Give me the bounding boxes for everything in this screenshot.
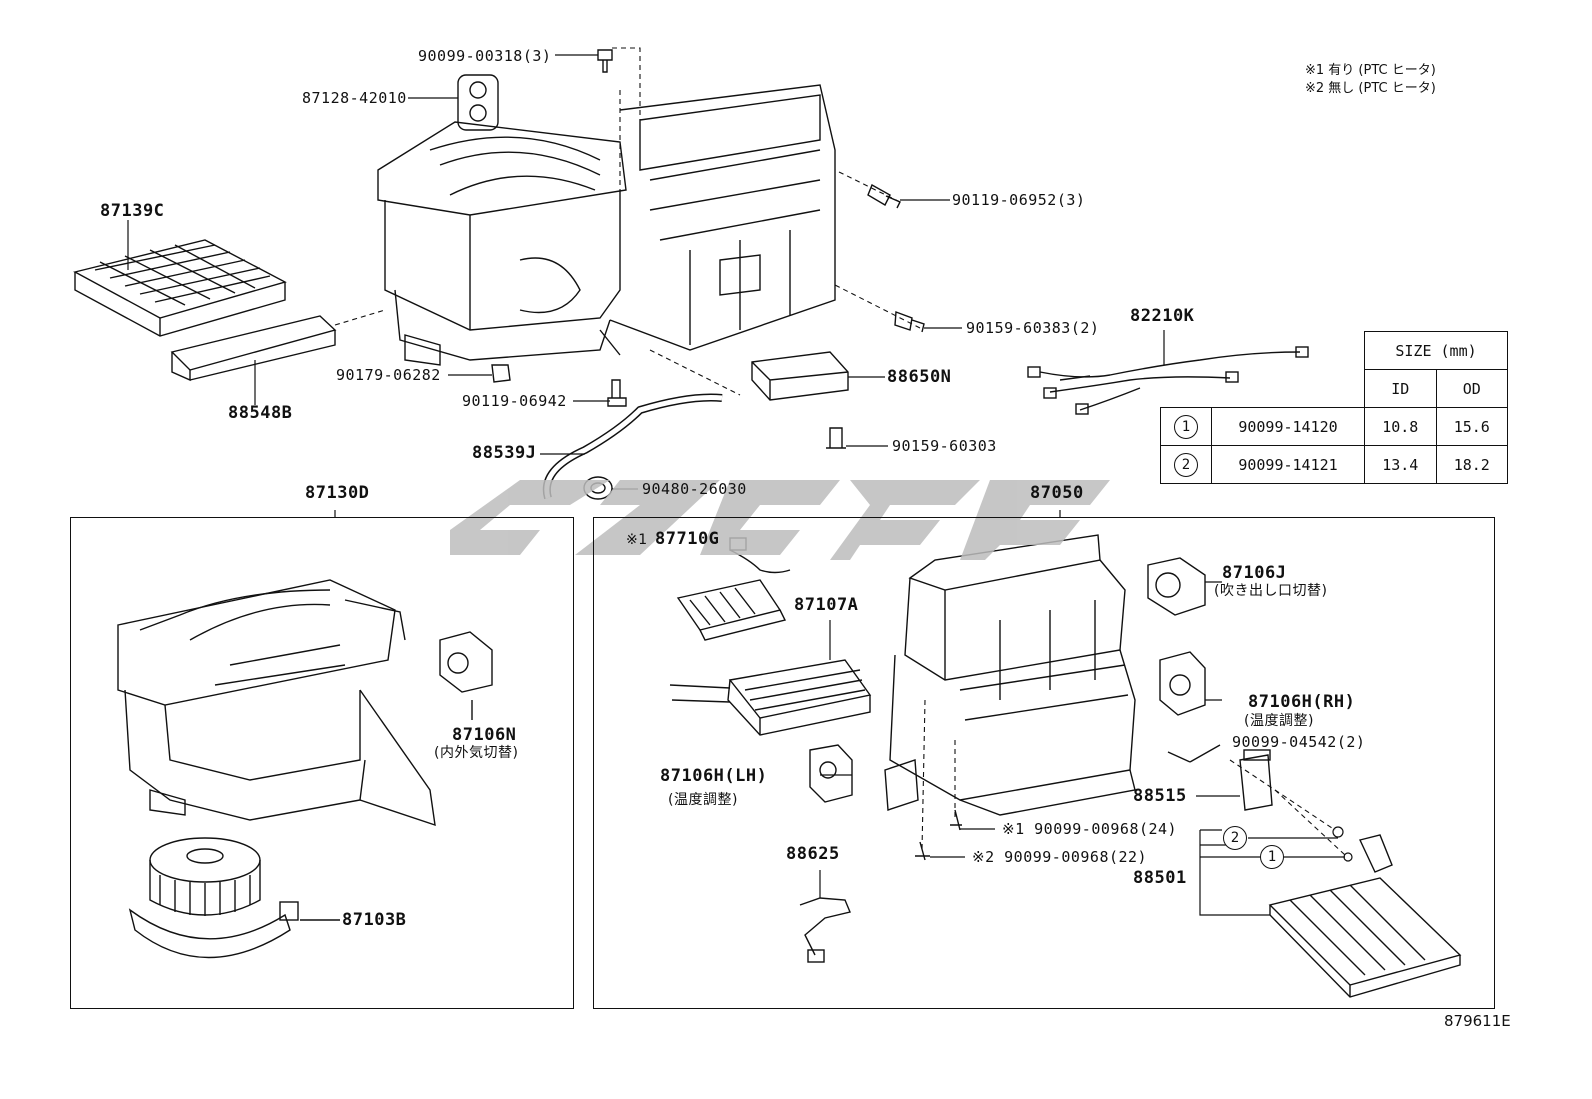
blower-assembly-drawing xyxy=(117,579,436,827)
part-label-90119-06952[interactable]: 90119-06952(3) xyxy=(952,191,1086,209)
part-label-87106h-lh[interactable]: 87106H(LH) xyxy=(660,766,768,786)
part-label-87050[interactable]: 87050 xyxy=(1030,483,1084,503)
part-desc-87106h-lh: (温度調整) xyxy=(668,792,738,808)
part-label-90159-60303[interactable]: 90159-60303 xyxy=(892,437,997,455)
heater-core-87107a-drawing xyxy=(669,659,872,736)
actuator-87106h-lh-drawing xyxy=(809,744,853,803)
group-box-87130d xyxy=(70,517,574,1009)
part-label-87107a[interactable]: 87107A xyxy=(794,595,859,615)
hvac-case-87050-drawing xyxy=(884,534,1136,816)
expansion-valve-88515-drawing xyxy=(1239,749,1273,811)
part-label-90119-06942[interactable]: 90119-06942 xyxy=(462,392,567,410)
part-label-82210k[interactable]: 82210K xyxy=(1130,306,1195,326)
part-label-87106n[interactable]: 87106N xyxy=(452,725,517,745)
part-desc-87106n: (内外気切替) xyxy=(434,745,519,761)
callout-circle-2: 2 xyxy=(1223,826,1247,850)
actuator-87106h-rh-drawing xyxy=(1159,651,1206,716)
part-desc-87106j: (吹き出し口切替) xyxy=(1214,583,1328,599)
size-row-mark: 2 xyxy=(1174,452,1198,477)
part-label-87130d[interactable]: 87130D xyxy=(305,483,370,503)
evaporator-88501-drawing xyxy=(1268,834,1462,998)
filter-87139c-drawing xyxy=(73,239,287,337)
actuator-87106j-drawing xyxy=(1147,557,1206,616)
part-label-90099-00968-22[interactable]: ※2 90099-00968(22) xyxy=(972,848,1148,866)
ecu-88650n-shape xyxy=(751,351,849,401)
size-row-id: 13.4 xyxy=(1364,445,1437,484)
part-label-88625[interactable]: 88625 xyxy=(786,844,840,864)
table-row: 2 90099-14121 13.4 18.2 xyxy=(1160,445,1508,484)
part-label-87710g[interactable]: 87710G xyxy=(655,529,720,549)
note-ptc-heater-with: ※1 有り (PTC ヒータ) xyxy=(1305,63,1436,78)
filter-case-88548b-drawing xyxy=(170,315,337,382)
part-desc-87106h-rh: (温度調整) xyxy=(1244,713,1314,729)
part-label-87103b[interactable]: 87103B xyxy=(342,910,407,930)
group-box-87050 xyxy=(593,517,1495,1009)
size-table-header: SIZE (mm) xyxy=(1364,331,1508,370)
size-row-od: 15.6 xyxy=(1435,407,1508,446)
part-label-88650n[interactable]: 88650N xyxy=(887,367,952,387)
part-label-90179-06282[interactable]: 90179-06282 xyxy=(336,366,441,384)
ptc-heater-87710g-drawing xyxy=(676,537,791,641)
note-ptc-heater-without: ※2 無し (PTC ヒータ) xyxy=(1305,81,1436,96)
watermark-logo xyxy=(450,480,1110,560)
part-prefix-87710g: ※1 xyxy=(626,532,648,548)
size-table-col-od: OD xyxy=(1435,369,1508,408)
part-label-90159-60383[interactable]: 90159-60383(2) xyxy=(966,319,1100,337)
part-label-88501[interactable]: 88501 xyxy=(1133,868,1187,888)
size-table: SIZE (mm) ID OD 1 90099-14120 10.8 15.6 … xyxy=(1160,331,1508,484)
part-label-90480-26030[interactable]: 90480-26030 xyxy=(642,480,747,498)
part-label-88548b[interactable]: 88548B xyxy=(228,403,293,423)
part-label-88539j[interactable]: 88539J xyxy=(472,443,537,463)
actuator-87106n-drawing xyxy=(439,631,493,693)
part-label-87139c[interactable]: 87139C xyxy=(100,201,165,221)
part-label-90099-00318[interactable]: 90099-00318(3) xyxy=(418,47,552,65)
size-row-id: 10.8 xyxy=(1364,407,1437,446)
grommet-87128-shape xyxy=(457,74,499,131)
part-label-87106h-rh[interactable]: 87106H(RH) xyxy=(1248,692,1356,712)
size-row-part[interactable]: 90099-14120 xyxy=(1211,407,1365,446)
blower-motor-87103b-drawing xyxy=(128,837,299,959)
part-label-90099-04542[interactable]: 90099-04542(2) xyxy=(1232,733,1366,751)
part-label-87106j[interactable]: 87106J xyxy=(1222,563,1287,583)
callout-circle-1: 1 xyxy=(1260,845,1284,869)
size-row-od: 18.2 xyxy=(1435,445,1508,484)
table-row: 1 90099-14120 10.8 15.6 xyxy=(1160,407,1508,446)
part-label-88515[interactable]: 88515 xyxy=(1133,786,1187,806)
hvac-unit-top-drawing xyxy=(377,84,836,366)
wire-harness-82210k-drawing xyxy=(1027,346,1309,415)
figure-id: 879611E xyxy=(1444,1012,1511,1030)
size-table-col-id: ID xyxy=(1364,369,1437,408)
size-row-part[interactable]: 90099-14121 xyxy=(1211,445,1365,484)
part-label-87128-42010[interactable]: 87128-42010 xyxy=(302,89,407,107)
part-label-90099-00968-24[interactable]: ※1 90099-00968(24) xyxy=(1002,820,1178,838)
size-row-mark: 1 xyxy=(1174,414,1198,439)
